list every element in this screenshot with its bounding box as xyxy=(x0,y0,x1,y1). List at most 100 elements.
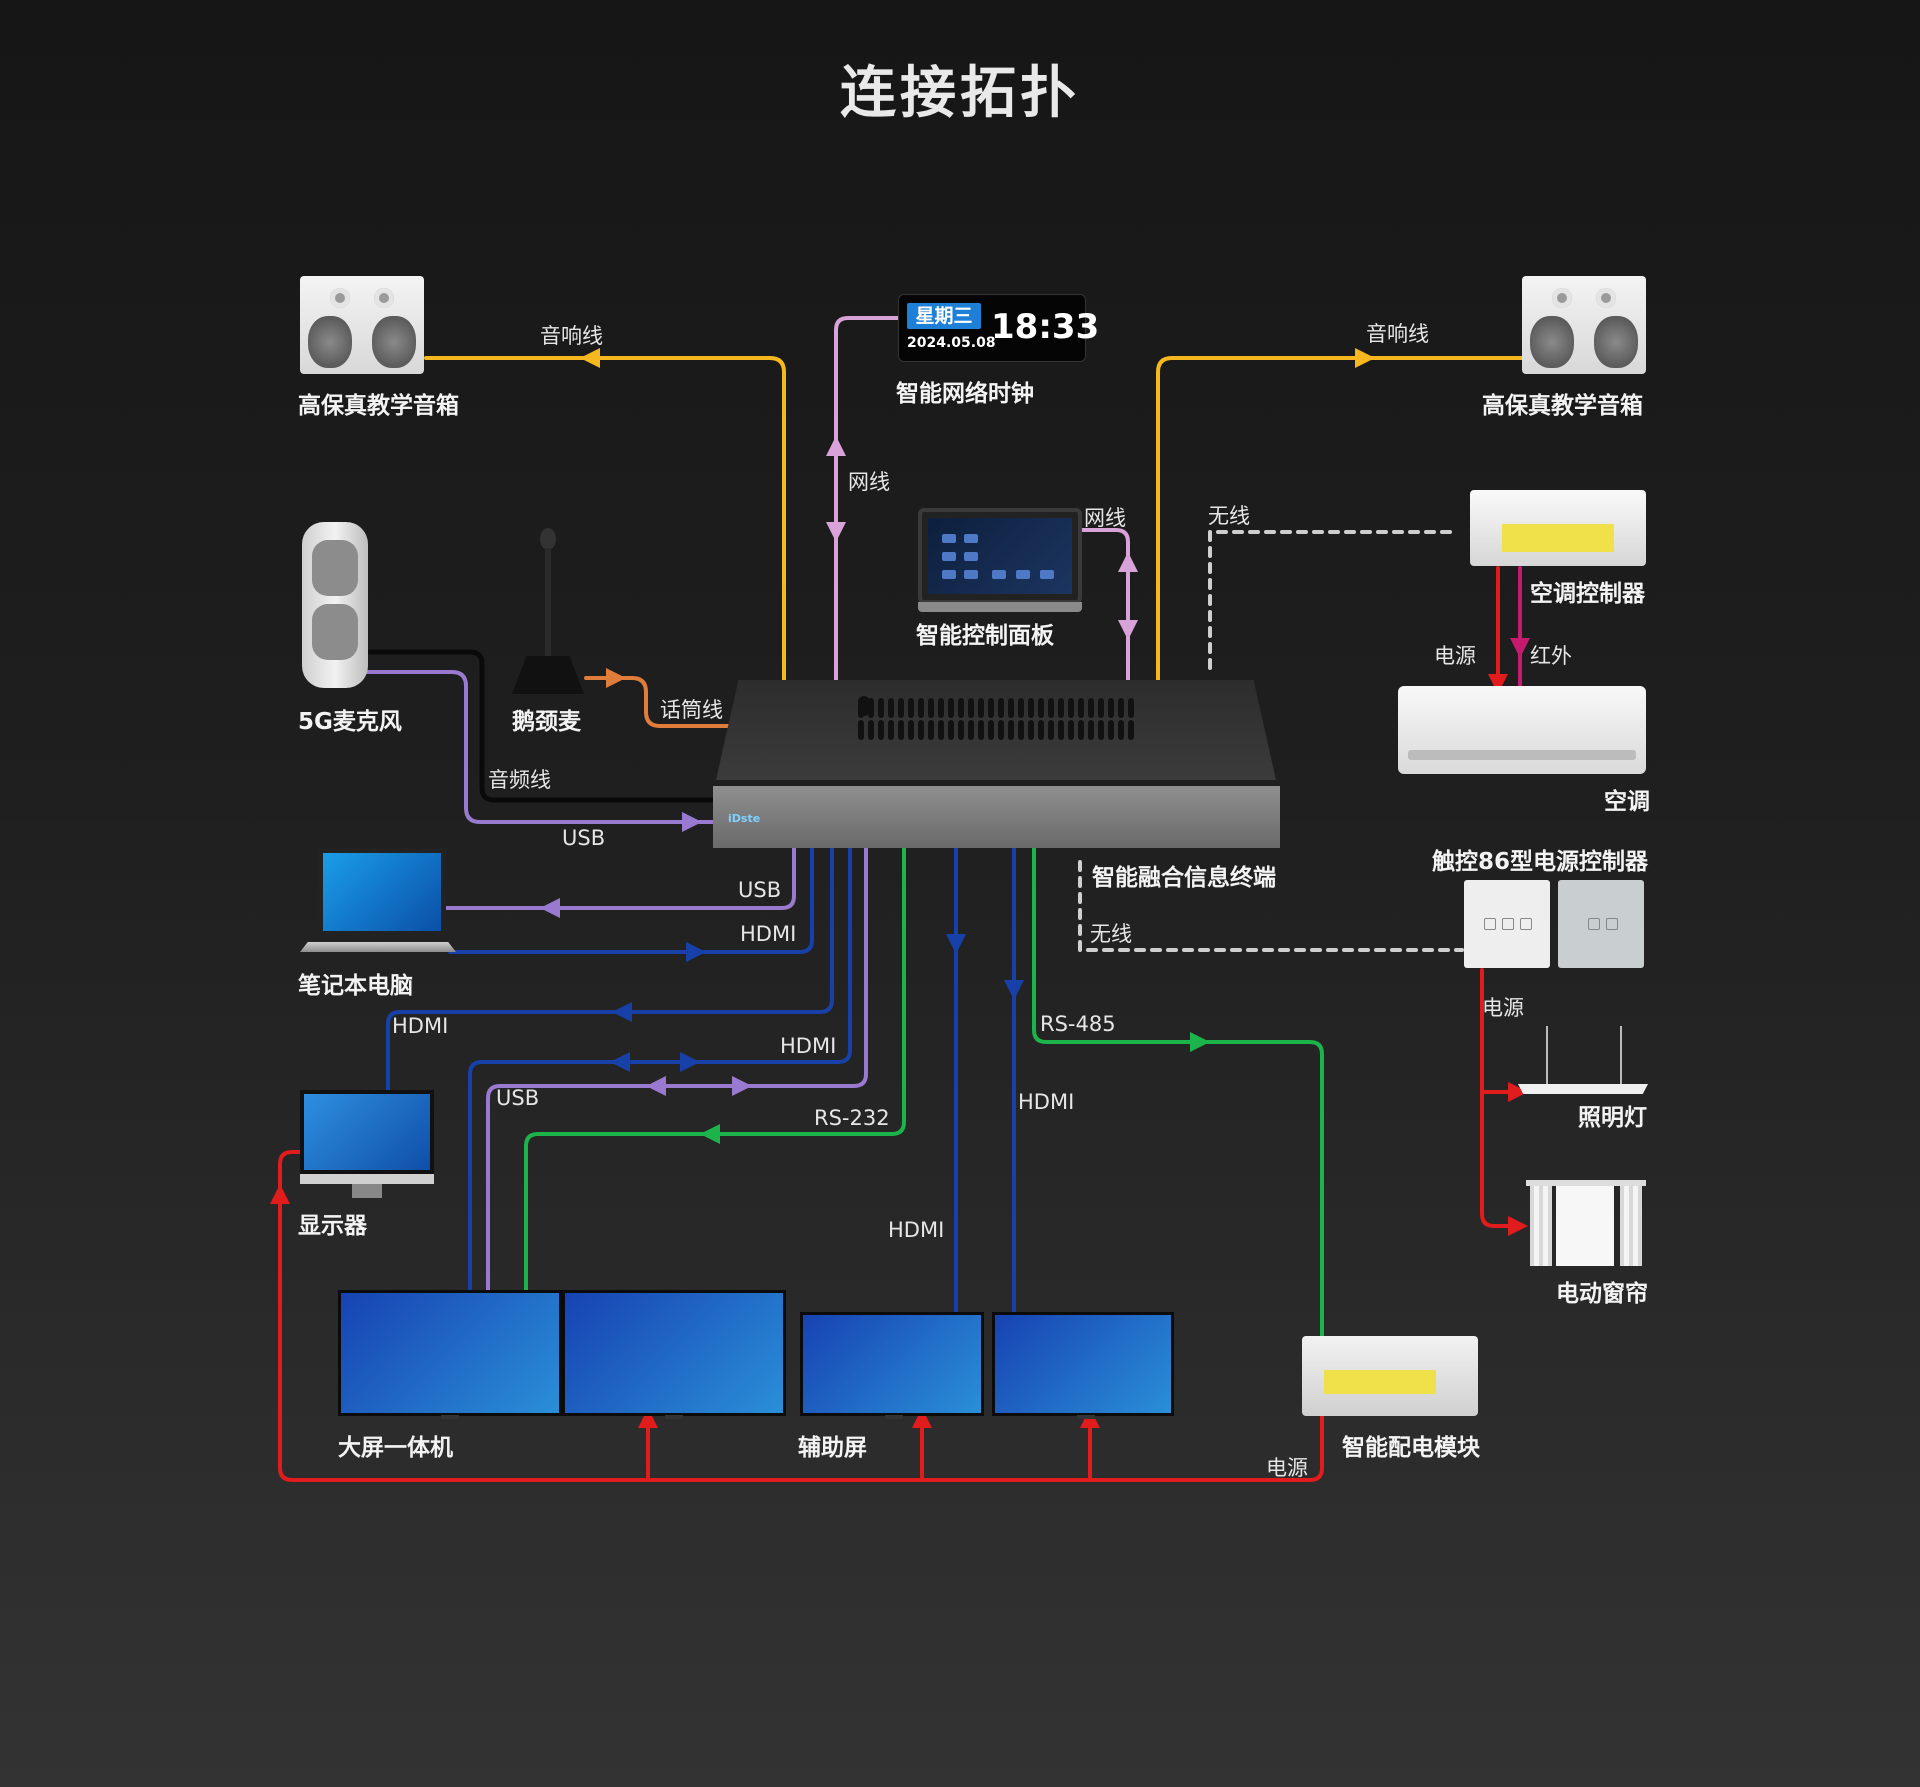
vent-slot xyxy=(868,698,874,718)
vent-slot xyxy=(1078,720,1084,740)
curtain xyxy=(1526,1180,1646,1266)
mic-5g-label: 5G麦克风 xyxy=(298,709,402,735)
wire-monitor-hdmi xyxy=(386,846,834,1092)
wire-mic-black xyxy=(367,649,721,803)
vent-slot xyxy=(1018,720,1024,740)
speaker-left xyxy=(300,276,424,374)
clock-day: 星期三 xyxy=(907,303,981,329)
vent-slot xyxy=(1108,698,1114,718)
wire-speaker-left xyxy=(424,356,786,682)
wlabel-speaker-right: 音响线 xyxy=(1366,322,1429,346)
vent-slot xyxy=(1038,698,1044,718)
wire-speaker-right xyxy=(1156,356,1524,682)
wire-power-bus xyxy=(278,1150,1324,1482)
vent-slot xyxy=(908,698,914,718)
laptop-screen xyxy=(318,848,446,936)
aux-screen-label: 辅助屏 xyxy=(798,1435,867,1461)
aux-screen-right xyxy=(992,1312,1174,1419)
power-module xyxy=(1302,1336,1478,1416)
wire-rs232 xyxy=(524,846,906,1294)
vent-slot xyxy=(1028,720,1034,740)
gooseneck-head xyxy=(540,528,556,550)
vent-slot xyxy=(1118,698,1124,718)
vent-slot xyxy=(948,720,954,740)
vent-slot xyxy=(1058,698,1064,718)
laptop-base xyxy=(300,942,456,952)
vent-slot xyxy=(898,720,904,740)
vent-slot xyxy=(978,698,984,718)
lamp-label: 照明灯 xyxy=(1578,1105,1647,1131)
wlabel-rs232: RS-232 xyxy=(814,1106,890,1130)
wlabel-hdmi-big: HDMI xyxy=(780,1034,837,1058)
vent-slot xyxy=(988,720,994,740)
control-panel-label: 智能控制面板 xyxy=(916,623,1054,649)
wlabel-power-switch: 电源 xyxy=(1482,996,1524,1020)
wire-big-usb xyxy=(486,846,868,1294)
vent-slot xyxy=(1048,698,1054,718)
gooseneck-label: 鹅颈麦 xyxy=(512,709,581,735)
switch-panel-2 xyxy=(1558,880,1644,968)
speaker-right xyxy=(1522,276,1646,374)
big-screen-right xyxy=(562,1290,786,1419)
vent-slot xyxy=(998,720,1004,740)
vent-slot xyxy=(898,698,904,718)
gooseneck-neck xyxy=(545,548,551,658)
wlabel-hdmi-aux-right: HDMI xyxy=(1018,1090,1075,1114)
speaker-right-label: 高保真教学音箱 xyxy=(1482,393,1643,419)
wire-rs485 xyxy=(1032,846,1324,1340)
clock-date: 2024.05.08 xyxy=(907,335,996,351)
vent-slot xyxy=(958,720,964,740)
wlabel-wireless-ac: 无线 xyxy=(1208,504,1250,528)
vent-slot xyxy=(888,698,894,718)
wlabel-network-panel: 网线 xyxy=(1084,506,1126,530)
power-module-label: 智能配电模块 xyxy=(1342,1435,1480,1461)
vent-slot xyxy=(908,720,914,740)
monitor-chin xyxy=(300,1174,434,1184)
big-screen-label: 大屏一体机 xyxy=(338,1435,453,1461)
vent-slot xyxy=(958,698,964,718)
vent-slot xyxy=(1068,720,1074,740)
vent-slot xyxy=(1018,698,1024,718)
vent-slot xyxy=(938,698,944,718)
vent-slot xyxy=(1098,698,1104,718)
laptop-label: 笔记本电脑 xyxy=(298,973,413,999)
vent-slot xyxy=(1028,698,1034,718)
ac-label: 空调 xyxy=(1604,789,1650,815)
vent-slot xyxy=(1088,698,1094,718)
monitor-stand xyxy=(352,1184,382,1198)
vent-slot xyxy=(878,720,884,740)
wlabel-network-clock: 网线 xyxy=(848,470,890,494)
wlabel-rs485: RS-485 xyxy=(1040,1012,1116,1036)
wire-wireless-switch xyxy=(1078,860,1464,952)
vent-slot xyxy=(968,698,974,718)
lamp-wire-right xyxy=(1620,1026,1622,1084)
wlabel-infrared: 红外 xyxy=(1530,644,1572,668)
switch-label: 触控86型电源控制器 xyxy=(1432,849,1649,875)
vent-slot xyxy=(878,698,884,718)
vent-slot xyxy=(918,698,924,718)
aux-screen-left xyxy=(800,1312,984,1419)
vent-slot xyxy=(1068,698,1074,718)
vent-slot xyxy=(928,720,934,740)
terminal-brand: iDste xyxy=(728,812,761,825)
vent-slot xyxy=(1088,720,1094,740)
vent-slot xyxy=(978,720,984,740)
vent-slot xyxy=(888,720,894,740)
wlabel-wireless-switch: 无线 xyxy=(1090,922,1132,946)
wire-switch-power xyxy=(1480,968,1522,1228)
wlabel-power-ac: 电源 xyxy=(1434,644,1476,668)
wire-network-panel xyxy=(1078,528,1130,682)
vent-slot xyxy=(868,720,874,740)
vent-slot xyxy=(1048,720,1054,740)
vent-slot xyxy=(928,698,934,718)
vent-slot xyxy=(858,698,864,718)
vent-slot xyxy=(968,720,974,740)
terminal-label: 智能融合信息终端 xyxy=(1092,865,1276,891)
wlabel-hdmi-laptop: HDMI xyxy=(740,922,797,946)
wlabel-audio: 音频线 xyxy=(488,768,551,792)
wlabel-hdmi-aux-left: HDMI xyxy=(888,1218,945,1242)
wire-mic-usb xyxy=(364,670,720,824)
vent-slot xyxy=(988,698,994,718)
control-panel xyxy=(918,508,1082,612)
